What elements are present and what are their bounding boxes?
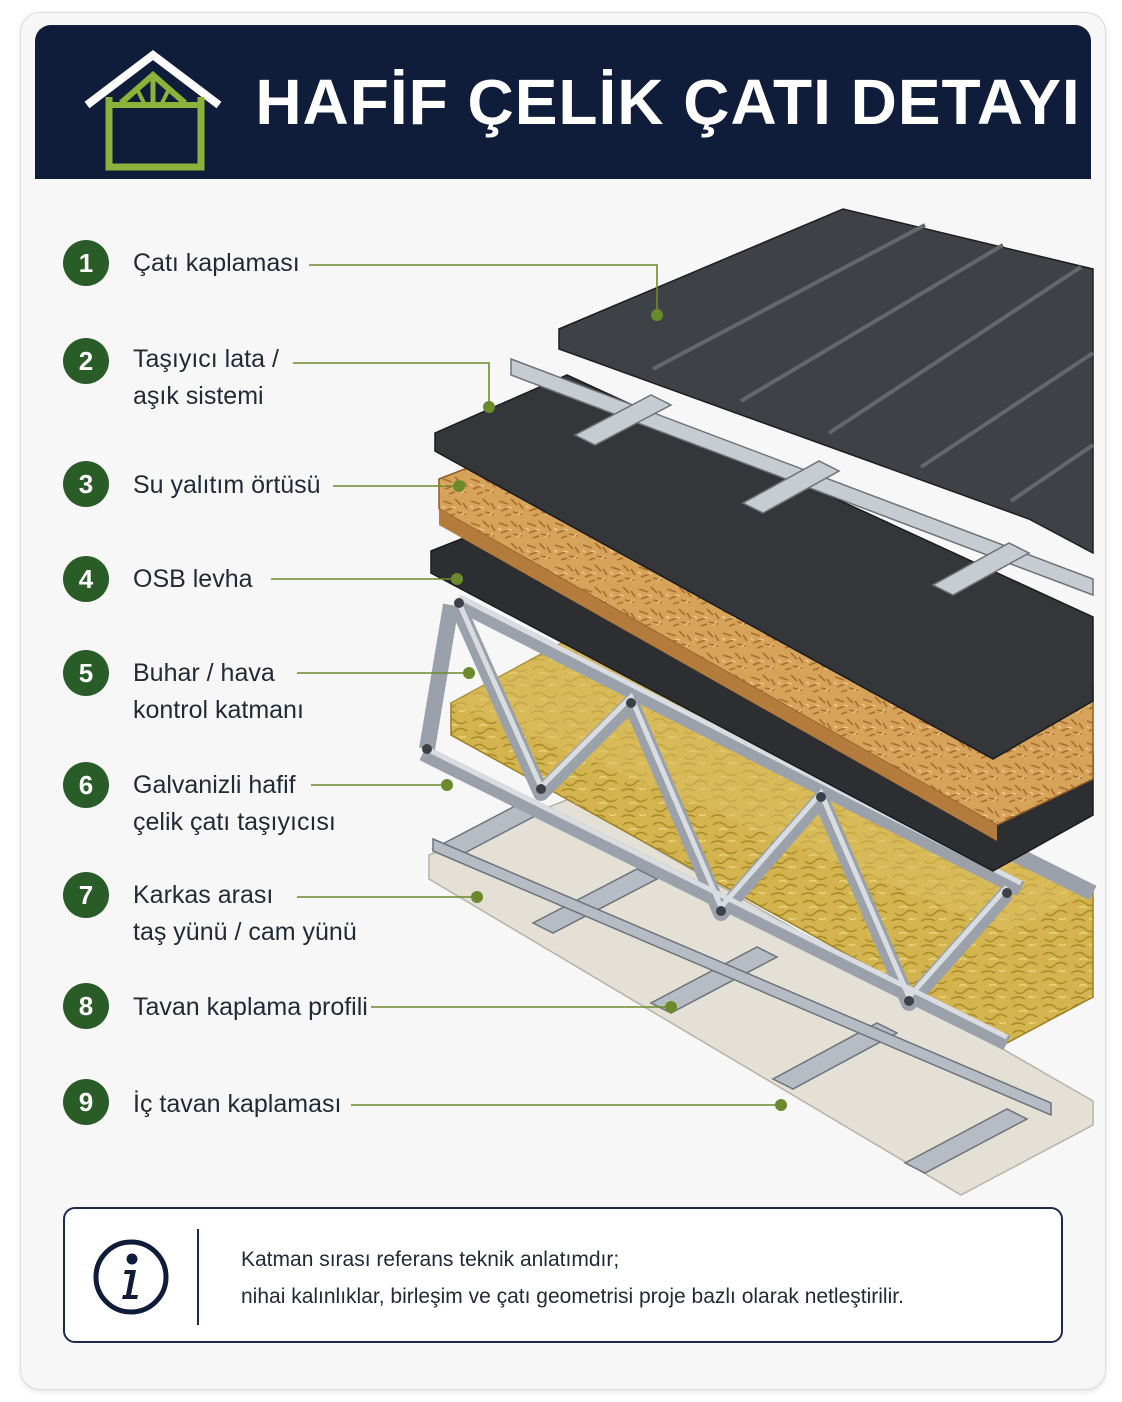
waterproofing-membrane xyxy=(434,374,1094,760)
layer-label: OSB levha xyxy=(133,565,253,593)
page-title: HAFİF ÇELİK ÇATI DETAYI xyxy=(255,66,1081,138)
layer-label: Tavan kaplama profili xyxy=(133,993,368,1021)
note-text: Katman sırası referans teknik anlatımdır… xyxy=(241,1248,904,1308)
layer-number-badge: 2 xyxy=(63,338,109,384)
layer-label: Buhar / hava kontrol katmanı xyxy=(133,659,304,724)
ceiling-profiles xyxy=(431,804,1052,1174)
leader-dots xyxy=(441,309,787,1111)
layer-label: Çatı kaplaması xyxy=(133,249,300,277)
layer-label: Taşıyıcı lata / aşık sistemi xyxy=(133,345,279,410)
roof-battens xyxy=(510,357,1094,597)
layer-number-badge: 8 xyxy=(63,983,109,1029)
layer-label: Su yalıtım örtüsü xyxy=(133,471,321,499)
roof-seams xyxy=(652,223,1095,503)
header-banner: HAFİF ÇELİK ÇATI DETAYI xyxy=(35,25,1091,179)
layer-number-badge: 9 xyxy=(63,1079,109,1125)
info-note: Katman sırası referans teknik anlatımdır… xyxy=(63,1207,1063,1343)
house-truss-icon xyxy=(84,49,222,171)
layer-number-badge: 5 xyxy=(63,650,109,696)
roof-section-diagram xyxy=(271,208,1097,1196)
layer-number-badge: 6 xyxy=(63,762,109,808)
layer-number-badge: 3 xyxy=(63,461,109,507)
truss-bolts xyxy=(422,598,1012,1006)
layer-label: İç tavan kaplaması xyxy=(133,1090,342,1118)
infographic-card: HAFİF ÇELİK ÇATI DETAYI xyxy=(20,12,1106,1390)
layer-number-badge: 1 xyxy=(63,240,109,286)
layer-number-badge: 7 xyxy=(63,872,109,918)
layer-label: Karkas arası taş yünü / cam yünü xyxy=(133,881,357,946)
roof-cladding xyxy=(558,208,1094,555)
layer-number-badge: 4 xyxy=(63,556,109,602)
leader-lines xyxy=(271,264,781,1106)
layer-label: Galvanizli hafif çelik çatı taşıyıcısı xyxy=(133,771,336,836)
note-divider xyxy=(197,1229,199,1325)
info-icon xyxy=(93,1239,169,1315)
